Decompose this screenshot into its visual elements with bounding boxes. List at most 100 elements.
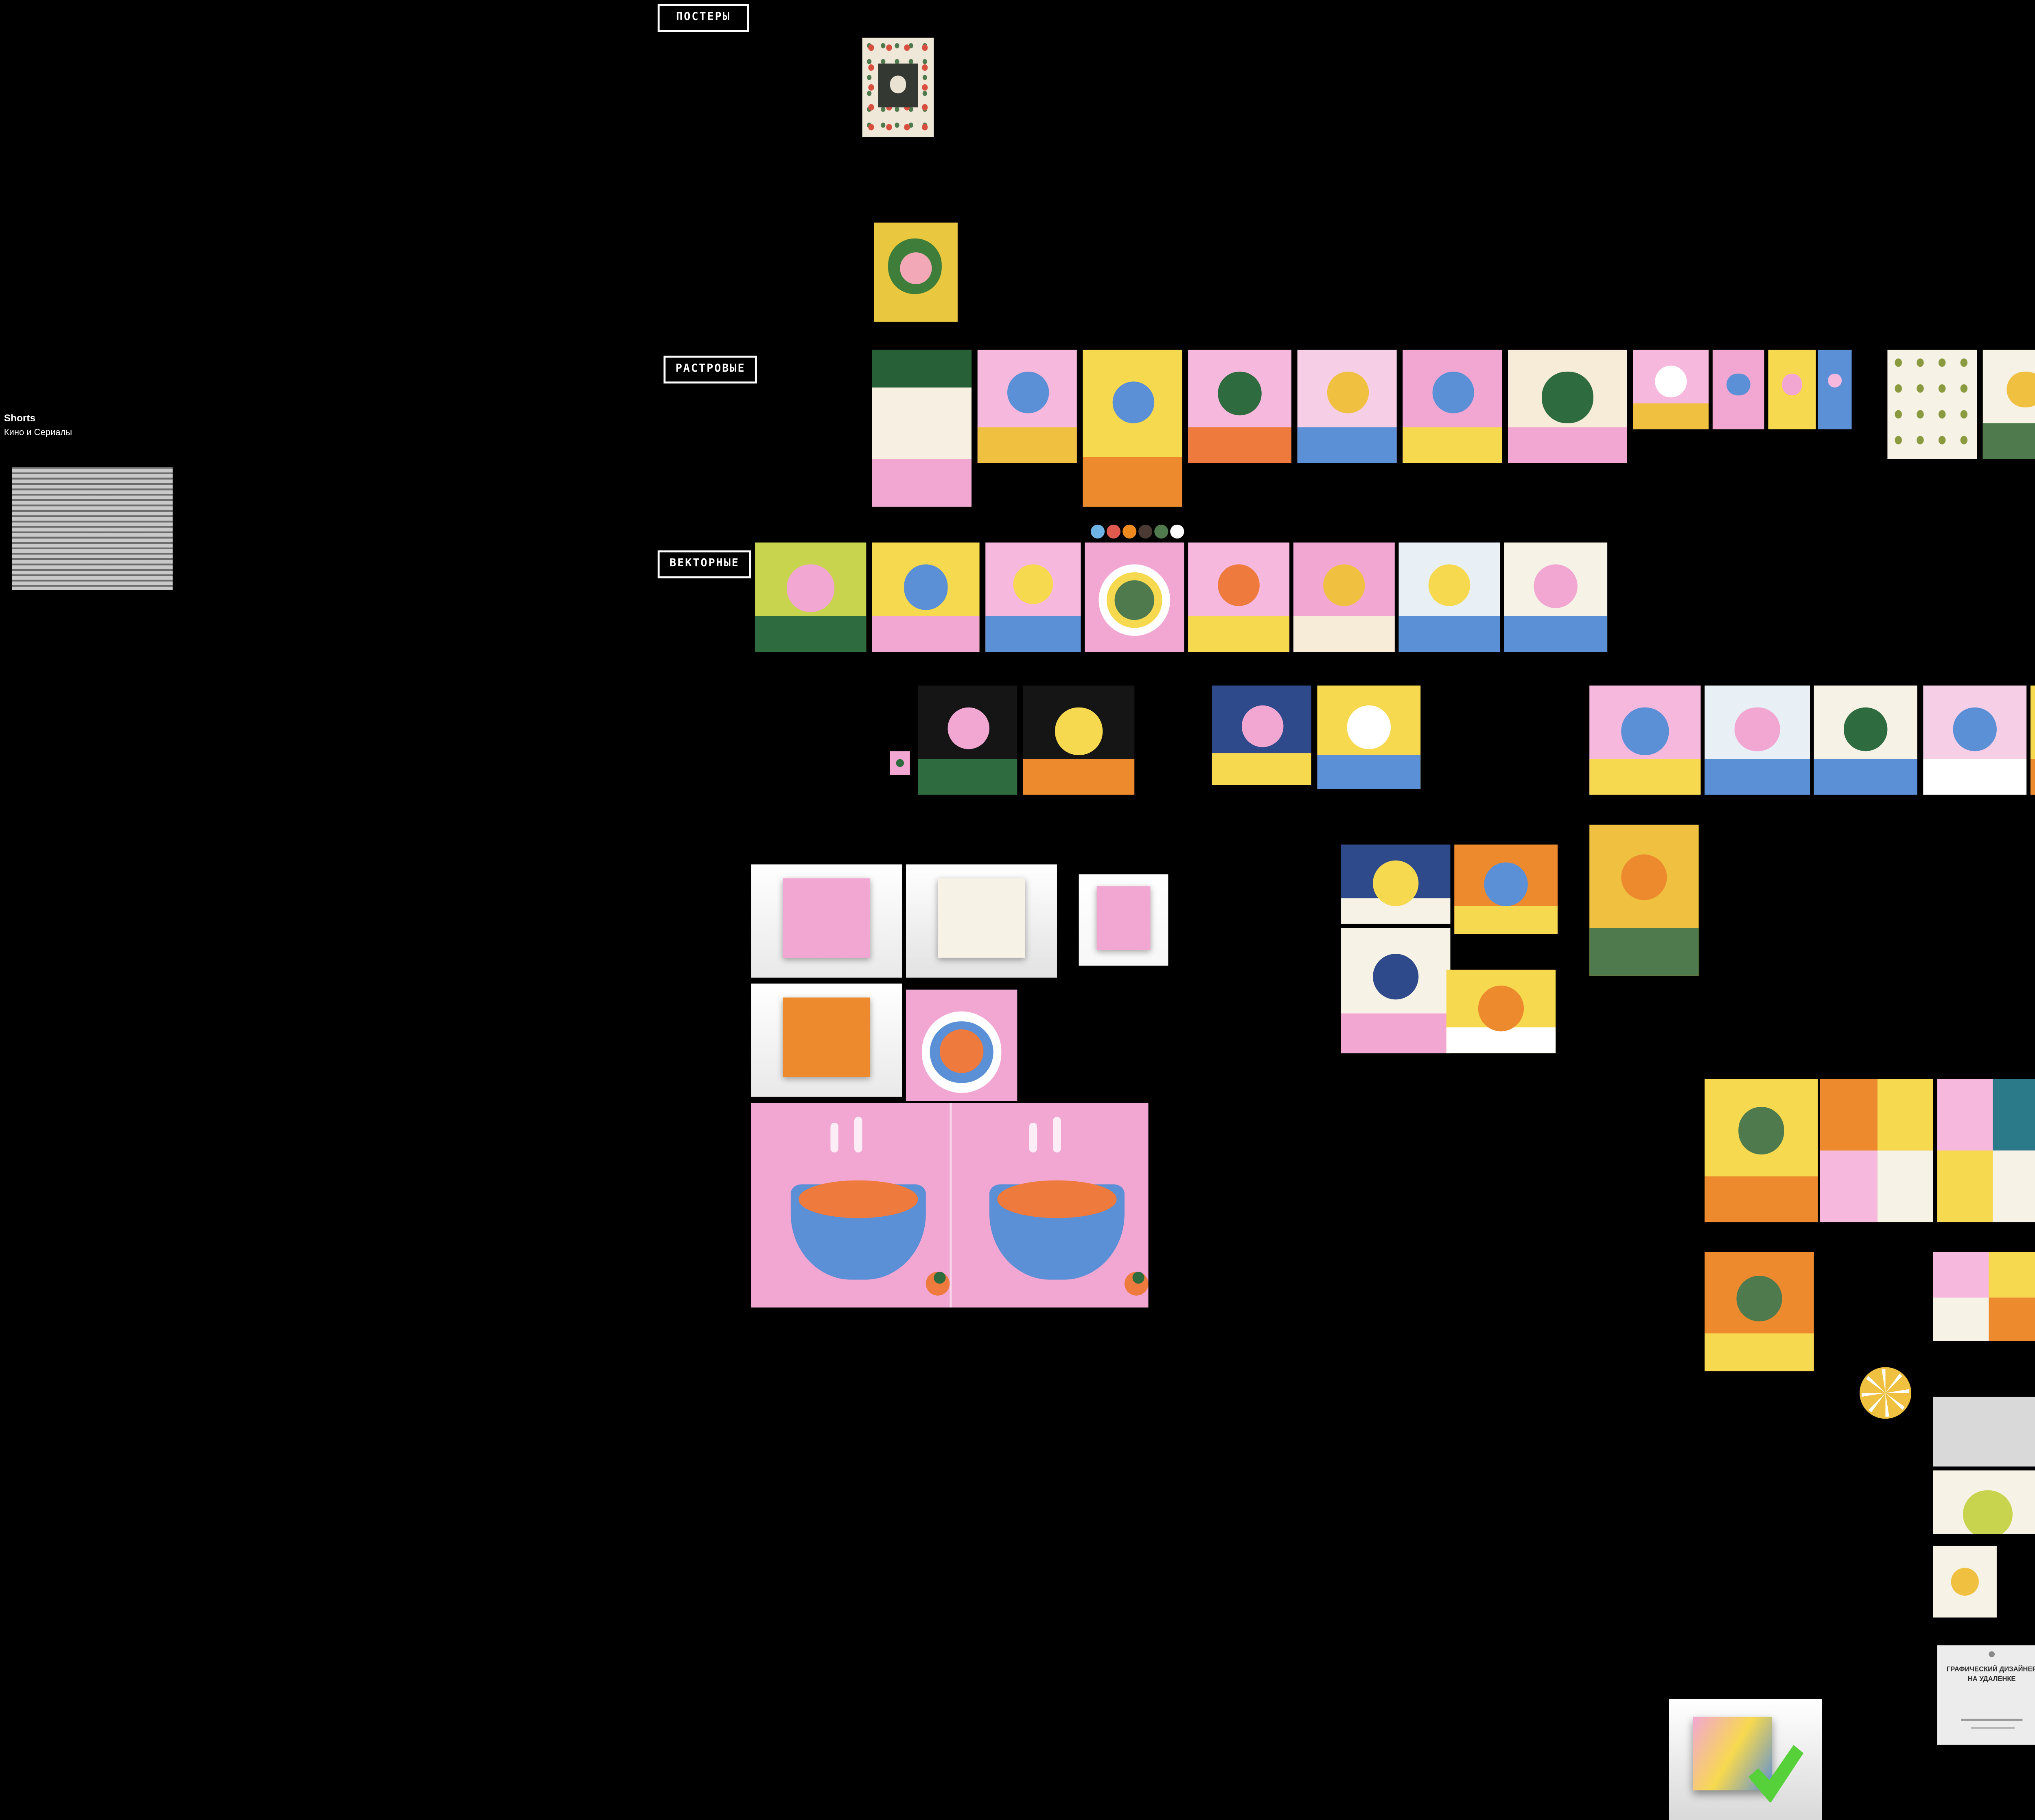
mockup-print[interactable] <box>751 983 902 1097</box>
tile-accent <box>903 564 949 610</box>
pear-tile[interactable] <box>1933 1470 2035 1534</box>
tile-accent <box>1737 1107 1785 1155</box>
vector-garden-yoga[interactable] <box>755 542 867 652</box>
cert-pin <box>1989 1650 1996 1656</box>
laptop-hands[interactable] <box>1212 686 1311 785</box>
poster-floral-vinyl[interactable] <box>862 37 934 137</box>
raster-jungle-room[interactable] <box>872 350 972 507</box>
tile-quadrant <box>1937 1150 1992 1222</box>
persimmon-tile[interactable] <box>1705 1252 1814 1371</box>
raster-pear-pattern[interactable] <box>1887 350 1977 459</box>
tile-accent <box>1781 373 1803 395</box>
desk-person-pink[interactable] <box>1923 686 2027 795</box>
vector-smoothies[interactable] <box>1188 542 1290 652</box>
screen-closeup[interactable] <box>1341 844 1451 924</box>
steam <box>1053 1117 1061 1152</box>
vector-mat-studio[interactable] <box>872 542 980 652</box>
vector-blue-mat[interactable] <box>985 542 1081 652</box>
palette-swatch-6[interactable] <box>1170 524 1184 539</box>
tile-floor <box>872 617 980 652</box>
steam <box>1029 1123 1037 1152</box>
mockup-book-open[interactable] <box>906 864 1057 978</box>
fruit-grid-3[interactable] <box>1933 1252 2035 1342</box>
lemon-tile[interactable] <box>1933 1546 1997 1618</box>
palette-swatch-4[interactable] <box>1138 524 1153 539</box>
pink-workspace[interactable] <box>1589 686 1701 795</box>
laptop-window-desk[interactable] <box>1317 686 1421 789</box>
book-mockup-check[interactable] <box>1669 1699 1822 1820</box>
orange-office[interactable] <box>2030 686 2035 795</box>
fruit-grid-1[interactable] <box>1820 1079 1933 1222</box>
tile-floor <box>1504 617 1608 652</box>
tile-accent <box>787 564 834 611</box>
vector-salad-bowl[interactable] <box>1085 542 1184 652</box>
tile-top-band <box>872 350 972 388</box>
workout-duo[interactable] <box>918 686 1017 795</box>
tile-floor <box>1454 905 1558 934</box>
lemon-wheel[interactable] <box>1860 1367 1912 1419</box>
poster-girl-portrait[interactable] <box>874 222 958 322</box>
raster-notebook-desk[interactable] <box>1982 350 2035 459</box>
laptop-plant-desk[interactable] <box>1814 686 1917 795</box>
raster-sunny-studio[interactable] <box>1083 350 1182 507</box>
bathroom-scene[interactable] <box>1705 686 1810 795</box>
dancer-dark[interactable] <box>1023 686 1135 795</box>
tile-quadrant <box>1987 1297 2035 1342</box>
raster-stretch-room[interactable] <box>1188 350 1291 463</box>
tile-accent <box>1534 564 1578 608</box>
vector-pantry-jars[interactable] <box>1293 542 1395 652</box>
raster-elephant-room[interactable] <box>977 350 1077 463</box>
food <box>1114 580 1155 621</box>
section-label-posters[interactable]: ПОСТЕРЫ <box>657 4 749 32</box>
fruit-grid-2[interactable] <box>1937 1079 2035 1222</box>
grid-wall-room[interactable] <box>1454 844 1558 934</box>
tile-accent <box>1621 854 1667 901</box>
soup-diptych[interactable] <box>751 1103 1149 1308</box>
tile-floor <box>1403 427 1502 463</box>
raster-pool-room[interactable] <box>1297 350 1397 463</box>
mockup-book-cover[interactable] <box>751 864 902 978</box>
checklist-laptop[interactable] <box>1446 970 1556 1053</box>
tiny-figure[interactable] <box>890 751 910 775</box>
tile-accent <box>1217 564 1260 607</box>
tile-accent <box>1542 372 1593 423</box>
persimmon-table[interactable] <box>1705 1079 1818 1222</box>
raster-yoga-pose[interactable] <box>1508 350 1627 463</box>
palette-swatch-2[interactable] <box>1106 524 1121 539</box>
persimmon-leaf <box>934 1271 946 1283</box>
desk-front-view[interactable] <box>1341 928 1451 1053</box>
section-label-vector[interactable]: ВЕКТОРНЫЕ <box>657 550 752 578</box>
soup-bowl-tile[interactable] <box>906 989 1017 1101</box>
section-label-raster[interactable]: РАСТРОВЫЕ <box>663 355 757 384</box>
tile-quadrant <box>1991 1150 2035 1222</box>
tile-accent <box>1218 372 1262 416</box>
tile-floor <box>1297 427 1397 463</box>
gray-tile[interactable] <box>1933 1397 2035 1467</box>
tile-floor <box>1317 756 1421 789</box>
isometric-city[interactable] <box>1589 824 1699 976</box>
side-note-subtitle: Кино и Сериалы <box>4 427 72 437</box>
raster-small-yoga[interactable] <box>1633 350 1709 429</box>
divider <box>950 1103 952 1308</box>
vector-desk-window[interactable] <box>1398 542 1500 652</box>
mock-sheet <box>1097 886 1150 951</box>
palette-swatch-3[interactable] <box>1123 524 1137 539</box>
tile-floor <box>985 617 1081 652</box>
persimmon-leaf <box>1132 1271 1144 1283</box>
tile-accent <box>1326 372 1368 414</box>
tile-floor <box>1188 617 1290 652</box>
raster-small-elephant[interactable] <box>1712 350 1764 429</box>
palette-swatch-5[interactable] <box>1154 524 1168 539</box>
vector-laptop[interactable] <box>1504 542 1608 652</box>
steam <box>830 1123 838 1152</box>
mockup-card[interactable] <box>1079 874 1168 966</box>
tile-accent <box>1655 366 1687 398</box>
raster-mat-room[interactable] <box>1403 350 1502 463</box>
raster-small-blue[interactable] <box>1818 350 1852 429</box>
raster-small-pose[interactable] <box>1768 350 1816 429</box>
certificate-remote-designer[interactable]: ГРАФИЧЕСКИЙ ДИЗАЙНЕР НА УДАЛЕНКЕ <box>1937 1645 2035 1745</box>
tile-floor <box>1705 760 1810 795</box>
palette-swatch-1[interactable] <box>1090 524 1105 539</box>
tile-accent <box>1055 707 1103 754</box>
